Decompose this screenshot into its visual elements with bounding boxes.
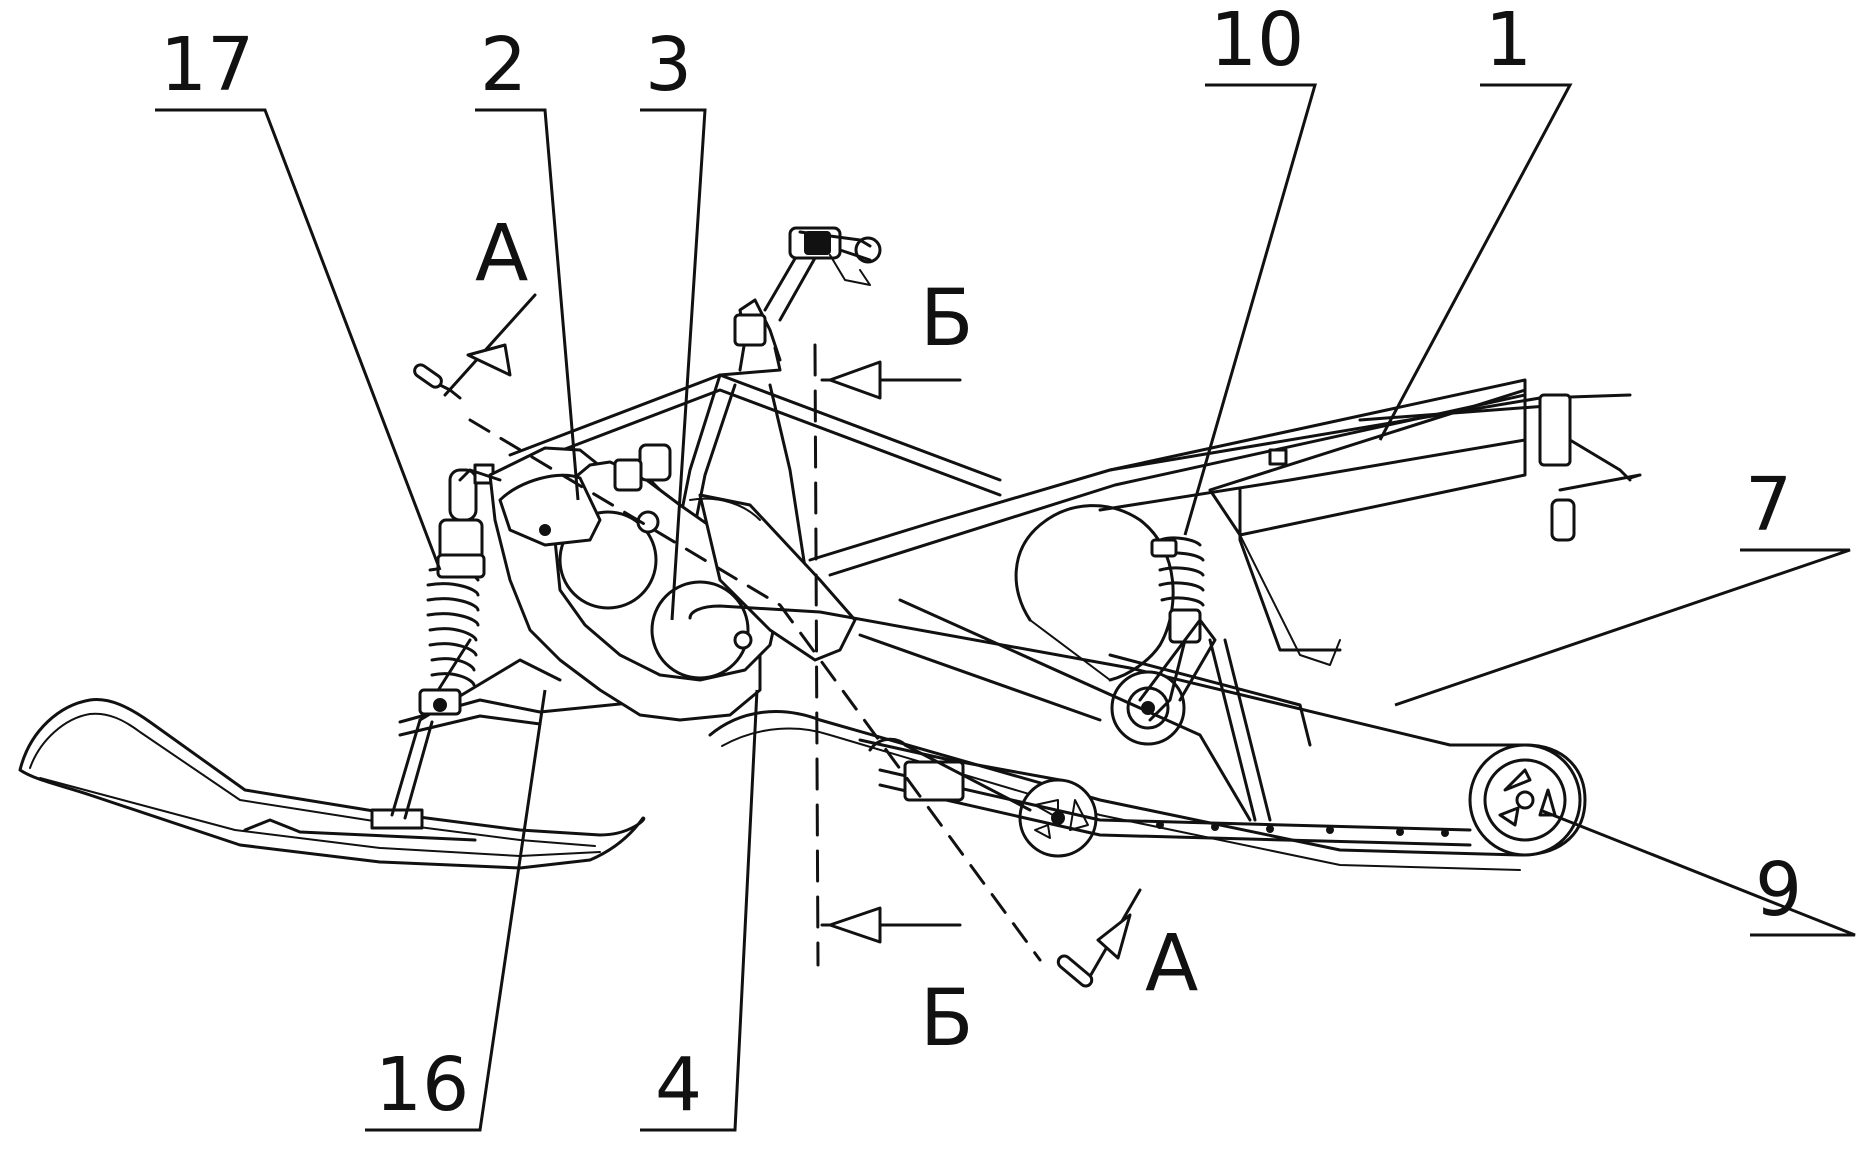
- callout-9: 9: [1755, 847, 1802, 933]
- section-label-a-top: A: [475, 209, 528, 299]
- callout-1: 1: [1485, 0, 1532, 83]
- callout-2: 2: [480, 22, 527, 108]
- section-line-a: [413, 293, 1142, 988]
- front-suspension: [390, 463, 662, 820]
- callout-labels: 17 2 3 10 1 7 9 16 4: [160, 0, 1802, 1128]
- callout-10: 10: [1210, 0, 1304, 83]
- callout-7: 7: [1745, 462, 1792, 548]
- callout-4: 4: [655, 1042, 702, 1128]
- section-label-b-bottom: Б: [920, 974, 974, 1064]
- steering-column: [733, 226, 882, 372]
- leader-lines: [155, 83, 1856, 1132]
- front-ski: [18, 698, 646, 870]
- callout-17: 17: [160, 22, 254, 108]
- section-label-a-bottom: A: [1145, 919, 1198, 1009]
- callout-16: 16: [375, 1042, 469, 1128]
- callout-3: 3: [645, 22, 692, 108]
- track-and-rear-suspension: [688, 504, 1587, 871]
- section-line-b: [813, 343, 962, 967]
- section-labels: A A Б Б: [475, 209, 1198, 1064]
- section-label-b-top: Б: [920, 274, 974, 364]
- engine: [458, 443, 857, 722]
